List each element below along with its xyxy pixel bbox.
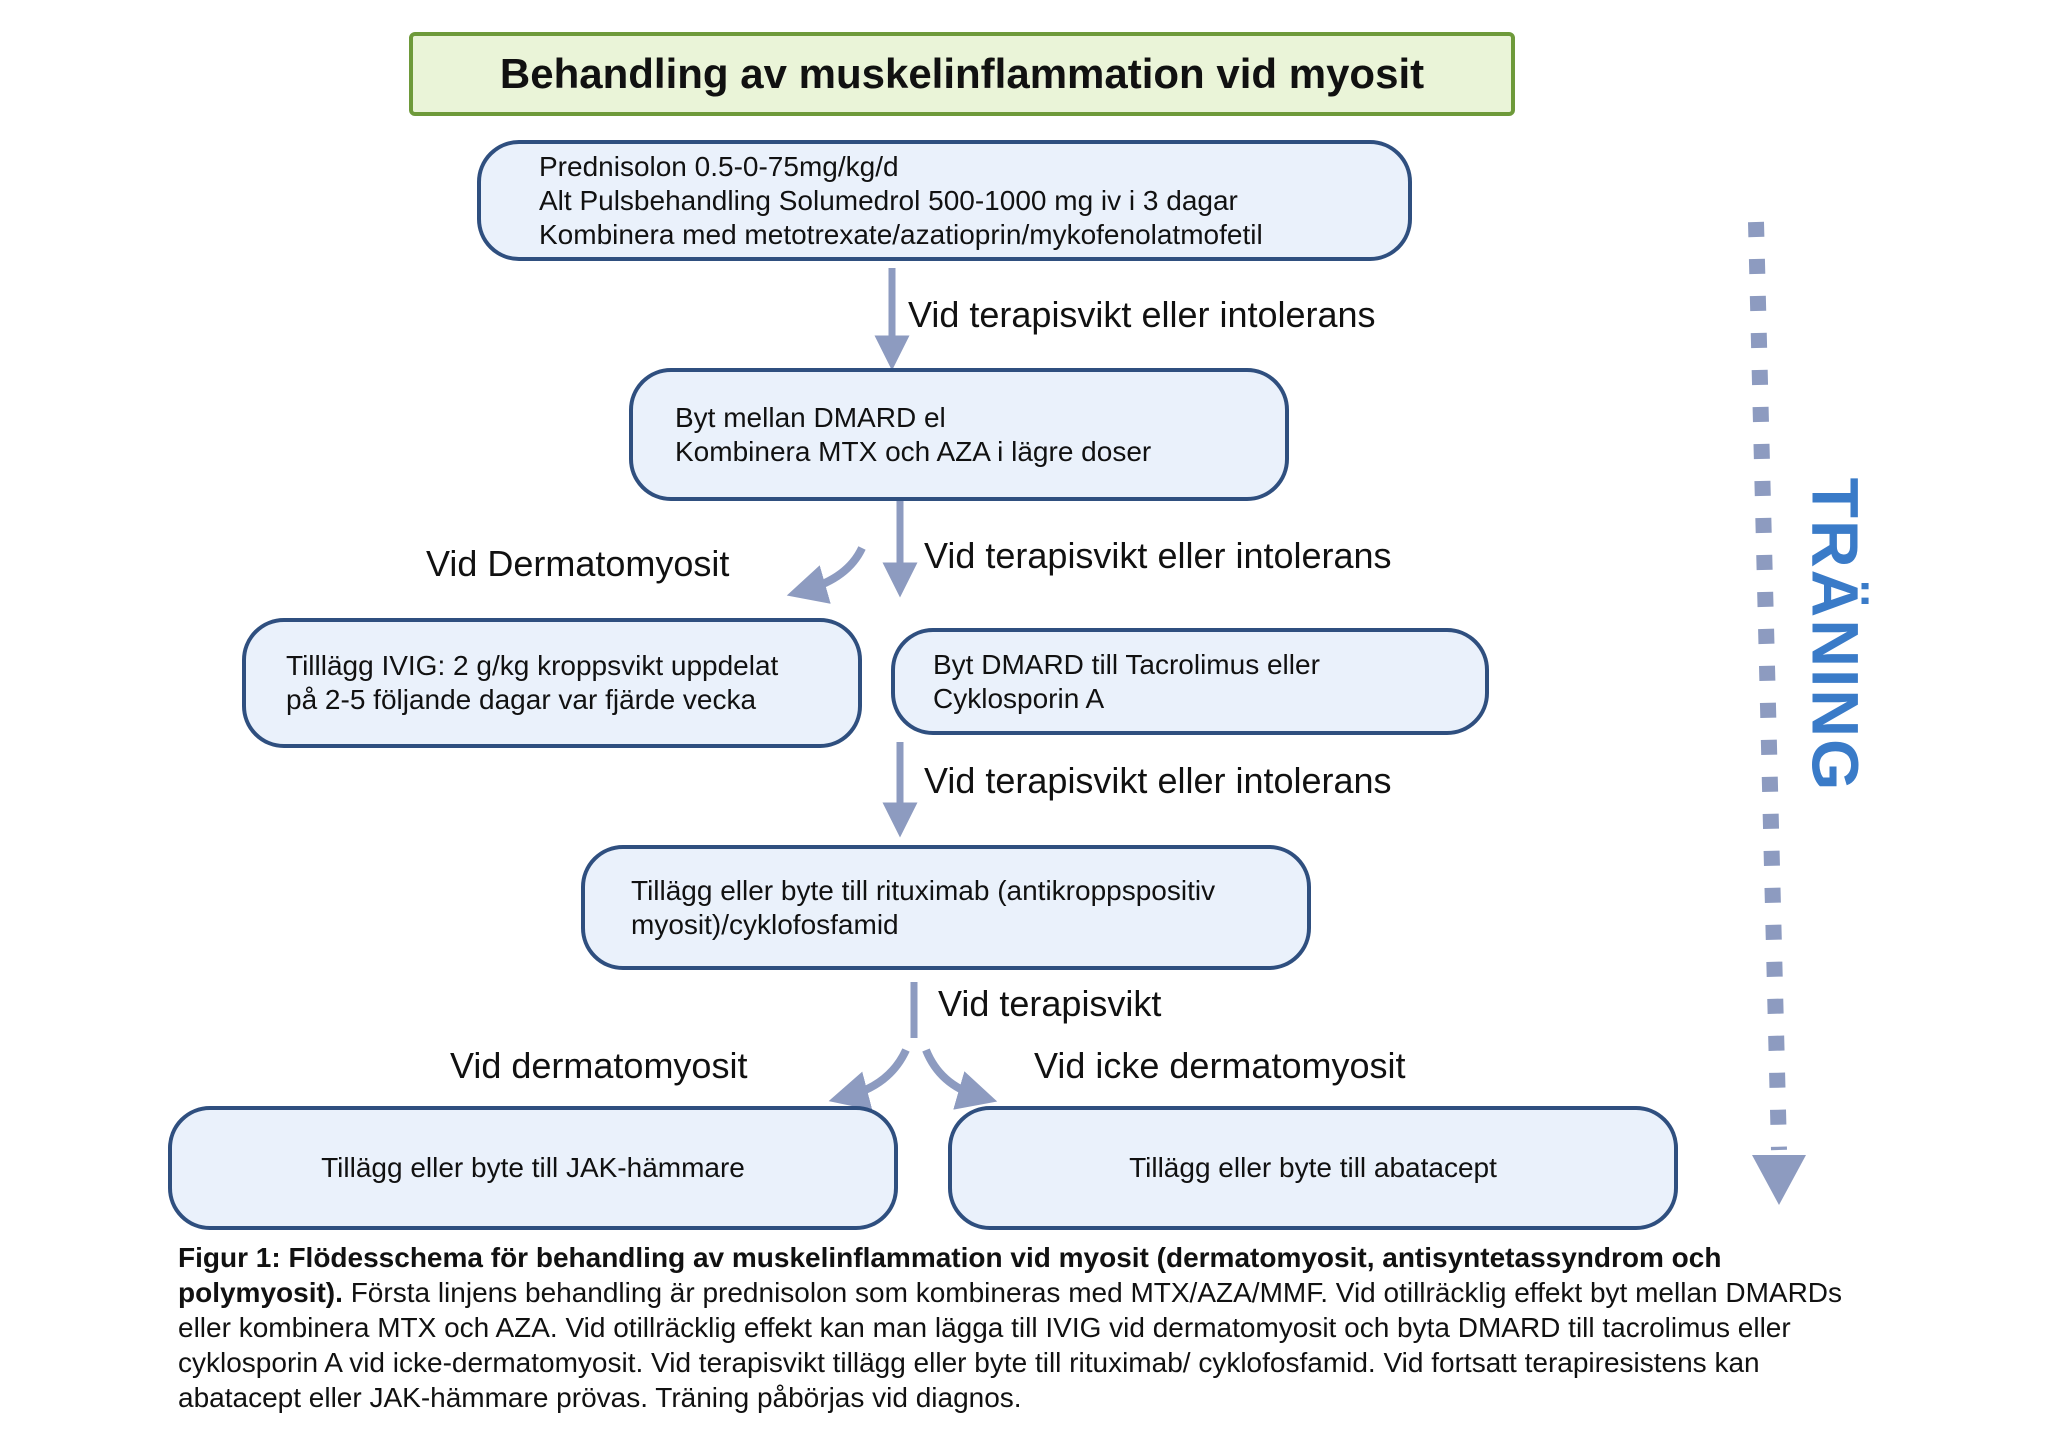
ivig-box: Tilllägg IVIG: 2 g/kg kroppsvikt uppdela… [242, 618, 862, 748]
caption-lead: Figur 1: Flödesschema för behandling av … [178, 1242, 1722, 1308]
training-arrowhead [1752, 1155, 1806, 1205]
step2-line-1: Byt mellan DMARD el [675, 401, 946, 433]
dmard-line-2: Cyklosporin A [933, 682, 1105, 714]
label-non-dermatomyosit: Vid icke dermatomyosit [1034, 1045, 1406, 1086]
training-label-wrapper: TRÄNING [1795, 455, 1875, 815]
label-failure-1: Vid terapisvikt eller intolerans [908, 294, 1376, 335]
caption-body: Första linjens behandling är prednisolon… [178, 1277, 1843, 1413]
arrow-to-jak [828, 1048, 910, 1111]
arrow-to-abatacept [922, 1048, 998, 1110]
rituximab-line-1: Tillägg eller byte till rituximab (antik… [631, 874, 1216, 906]
figure-caption: Figur 1: Flödesschema för behandling av … [178, 1240, 1878, 1415]
abatacept-text: Tillägg eller byte till abatacept [1129, 1152, 1497, 1183]
rituximab-box: Tillägg eller byte till rituximab (antik… [581, 845, 1311, 970]
label-failure-2: Vid terapisvikt eller intolerans [924, 535, 1392, 576]
rituximab-line-2: myosit)/cyklofosfamid [631, 908, 899, 940]
label-failure-only: Vid terapisvikt [938, 983, 1162, 1024]
ivig-line-2: på 2-5 följande dagar var fjärde vecka [286, 684, 757, 715]
dmard-line-1: Byt DMARD till Tacrolimus eller [933, 648, 1320, 680]
jak-box: Tillägg eller byte till JAK-hämmare [168, 1106, 898, 1230]
training-dashed-line [1748, 221, 1787, 1151]
title-box: Behandling av muskelinflammation vid myo… [409, 32, 1515, 116]
diagram-title: Behandling av muskelinflammation vid myo… [499, 50, 1425, 97]
jak-text: Tillägg eller byte till JAK-hämmare [321, 1152, 745, 1183]
step1-line-3: Kombinera med metotrexate/azatioprin/myk… [539, 218, 1263, 250]
ivig-line-1: Tilllägg IVIG: 2 g/kg kroppsvikt uppdela… [286, 650, 779, 681]
abatacept-box: Tillägg eller byte till abatacept [948, 1106, 1678, 1230]
step2-line-2: Kombinera MTX och AZA i lägre doser [675, 435, 1152, 467]
step1-line-1: Prednisolon 0.5-0-75mg/kg/d [539, 150, 899, 182]
step1-box: Prednisolon 0.5-0-75mg/kg/d Alt Pulsbeha… [477, 140, 1412, 261]
label-failure-3: Vid terapisvikt eller intolerans [924, 760, 1392, 801]
step2-box: Byt mellan DMARD el Kombinera MTX och AZ… [629, 368, 1289, 501]
dmard-box: Byt DMARD till Tacrolimus eller Cyklospo… [891, 628, 1489, 735]
arrow-to-ivig [786, 546, 866, 604]
label-dermatomyosit-upper: Vid Dermatomyosit [426, 543, 730, 584]
label-dermatomyosit-lower: Vid dermatomyosit [450, 1045, 748, 1086]
training-label: TRÄNING [1798, 477, 1872, 793]
step1-line-2: Alt Pulsbehandling Solumedrol 500-1000 m… [539, 184, 1238, 216]
